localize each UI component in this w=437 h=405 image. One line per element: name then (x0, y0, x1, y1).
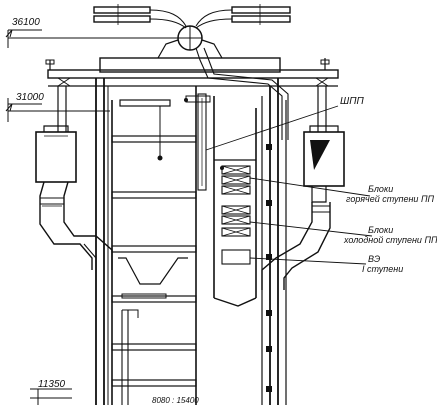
right-side-box (261, 125, 345, 290)
label-cold-stage-line2: холодной ступени ПП (343, 235, 437, 245)
label-ve-line1: ВЭ (368, 254, 380, 264)
frame-columns (57, 78, 327, 405)
bottom-dimension-label: 8080 : 15400 (152, 396, 199, 405)
left-convective-shaft (111, 86, 197, 405)
label-shpp: ШПП (340, 96, 364, 107)
elevation-mark-middle: 31000 (5, 92, 110, 122)
label-cold-stage-line1: Блоки (368, 225, 393, 235)
top-separator-drums (93, 4, 291, 29)
elevation-label-top: 36100 (12, 17, 40, 28)
label-hot-stage-line1: Блоки (368, 184, 393, 194)
frame-markers (184, 98, 272, 392)
label-ve-line2: I ступени (362, 264, 403, 274)
elevation-label-middle: 31000 (16, 92, 44, 103)
top-frame (45, 57, 339, 87)
elevation-mark-bottom: 11350 8080 : 15400 (30, 379, 199, 405)
label-hot-stage-line2: горячей ступени ПП (346, 194, 434, 204)
elevation-mark-top: 36100 (5, 17, 190, 48)
right-heat-exchanger (185, 47, 289, 307)
elevation-label-bottom: 11350 (38, 379, 66, 390)
top-collector (157, 25, 223, 59)
leader-lines (205, 105, 373, 265)
left-side-box (35, 125, 113, 300)
